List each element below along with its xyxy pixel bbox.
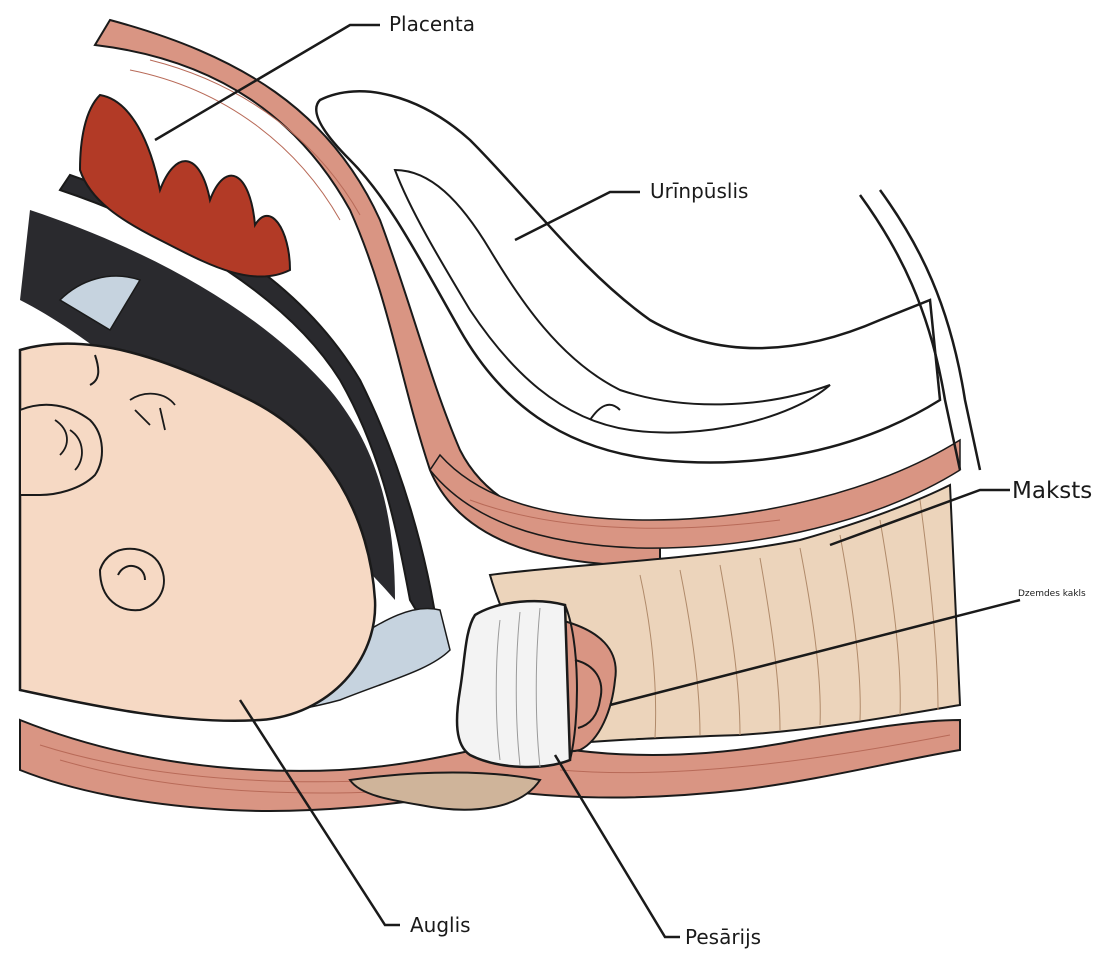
label-placenta: Placenta bbox=[389, 14, 475, 34]
label-fetus: Auglis bbox=[410, 915, 471, 935]
label-vagina: Maksts bbox=[1012, 480, 1092, 503]
leader-fetus bbox=[240, 700, 400, 925]
label-cervix: Dzemdes kakls bbox=[1018, 590, 1086, 599]
label-bladder: Urīnpūslis bbox=[650, 181, 748, 201]
pessary-ring bbox=[457, 601, 570, 767]
label-pessary: Pesārijs bbox=[685, 927, 761, 947]
